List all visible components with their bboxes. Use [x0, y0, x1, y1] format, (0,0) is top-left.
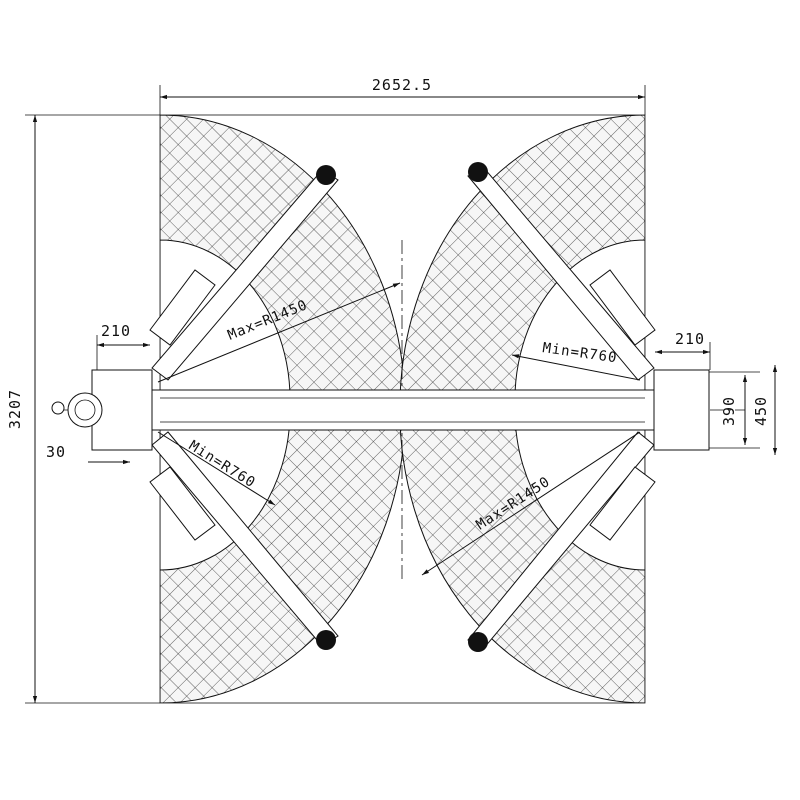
door-guard-lower-right — [589, 466, 656, 541]
arm-pad-upper-right — [468, 162, 488, 182]
arm-pad-upper-left — [316, 165, 336, 185]
arm-lower-right — [467, 431, 655, 649]
right-column — [653, 369, 710, 451]
column-inner-label: 390 — [720, 396, 738, 426]
door-guard-lower-left — [149, 466, 216, 541]
overall-length-label: 3207 — [6, 389, 24, 429]
column-outer-label: 450 — [752, 396, 770, 426]
door-guard-upper-left — [149, 269, 216, 346]
post-offset-right-label: 210 — [675, 330, 705, 348]
arm-upper-left — [151, 169, 339, 381]
post-offset-left-label: 210 — [101, 322, 131, 340]
overall-width-label: 2652.5 — [372, 76, 432, 94]
motor-icon — [67, 392, 103, 428]
arm-upper-right — [467, 167, 655, 381]
dimensions: 2652.5 3207 210 210 30 390 450 — [6, 76, 778, 704]
arm-lower-left — [151, 431, 339, 647]
door-guard-upper-right — [589, 269, 656, 346]
base-offset-label: 30 — [46, 443, 66, 461]
base-beam — [149, 389, 656, 431]
lift-arms — [149, 162, 656, 652]
arm-pad-lower-right — [468, 632, 488, 652]
arm-pad-lower-left — [316, 630, 336, 650]
